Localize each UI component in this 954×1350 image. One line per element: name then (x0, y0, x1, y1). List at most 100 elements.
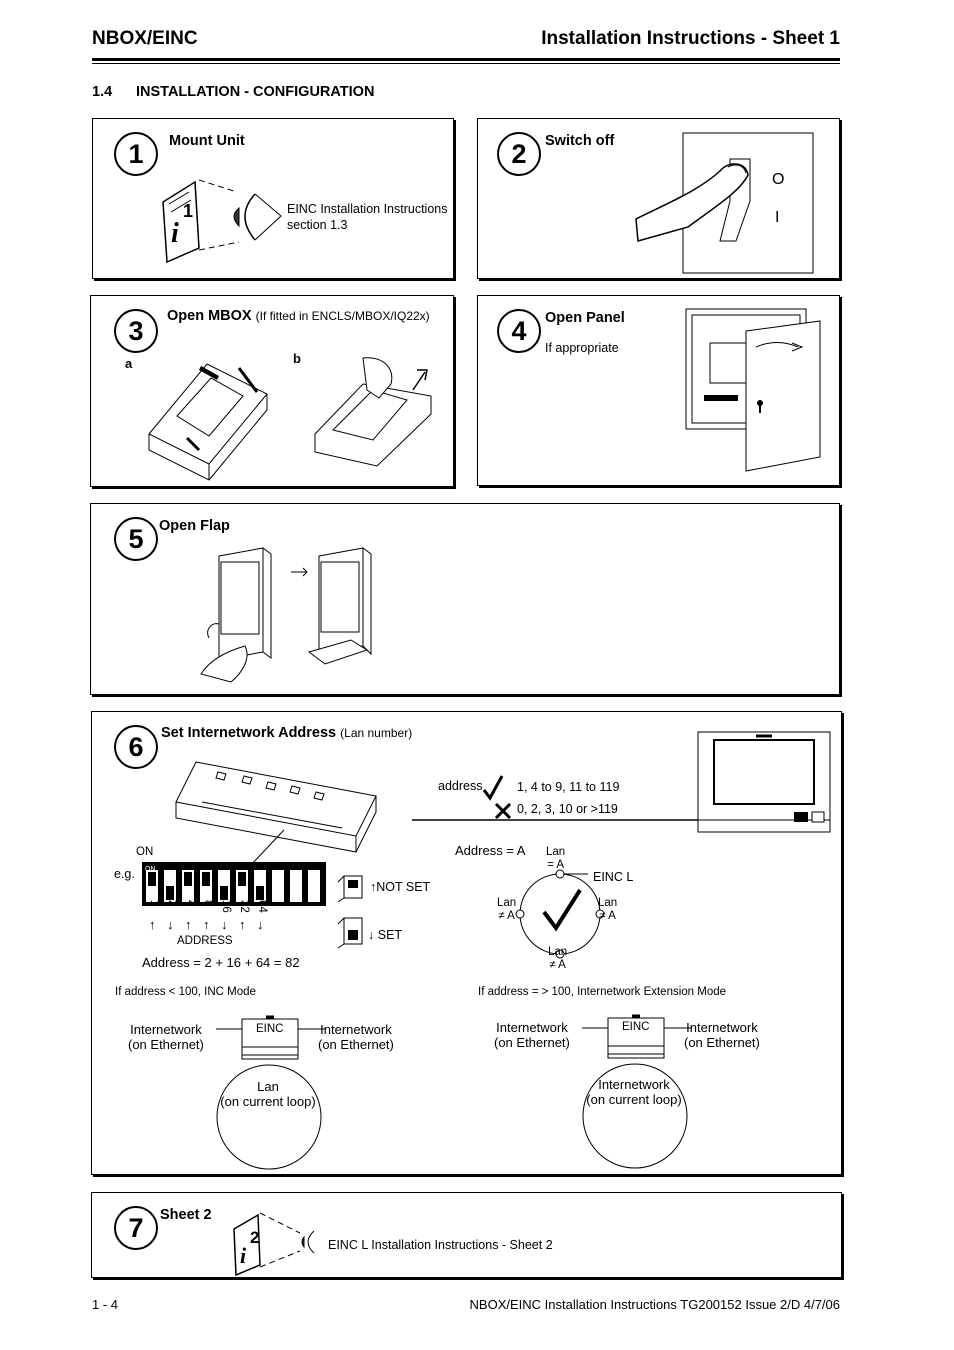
bit-value-label: 4 (184, 900, 196, 907)
svg-text:i: i (240, 1243, 247, 1268)
step-title: Open Flap (159, 518, 230, 534)
step-title: Set Internetwork Address (Lan number) (161, 725, 413, 741)
mbox-open-b-illustration (314, 357, 432, 467)
bit-arrow: ↓ (257, 917, 264, 932)
lan-left-node: Lan≠ A (497, 897, 517, 922)
sub-step-b: b (293, 351, 301, 366)
address-caption: ADDRESS (177, 935, 233, 947)
step-number: 7 (114, 1206, 158, 1250)
step-note: EINC L Installation Instructions - Sheet… (328, 1238, 553, 1252)
bit-value-label: 8 (202, 900, 214, 907)
step-title: Sheet 2 (160, 1207, 212, 1223)
right-ethernet-label-2: Internetwork(on Ethernet) (684, 1020, 760, 1050)
bit-value-label: 32 (238, 900, 250, 913)
bit-arrow: ↓ (167, 917, 174, 932)
info-book-icon: i (162, 179, 282, 264)
dip-switch-knob (148, 872, 156, 886)
step-number: 2 (497, 132, 541, 176)
step-7-box: 7 Sheet 2 i 2 EINC L Installation Instru… (91, 1192, 842, 1278)
panel-open-illustration (685, 308, 821, 472)
lan-network-diagram (515, 869, 605, 959)
sub-step-a: a (125, 356, 133, 371)
step-title: Switch off (545, 133, 615, 149)
dip-switch-knob (220, 886, 228, 900)
eincl-label: EINC L (593, 870, 634, 884)
einc-label-2: EINC (622, 1021, 650, 1033)
book-number: 1 (183, 201, 194, 221)
step-note-line1: EINC Installation Instructions (287, 202, 448, 216)
extension-mode-diagram (582, 1014, 692, 1169)
header-product: NBOX/EINC (92, 28, 198, 49)
switch-on-label: I (775, 209, 780, 226)
step-note-line2: section 1.3 (287, 218, 348, 232)
flap-open-illustration (200, 547, 372, 683)
step-number: 4 (497, 309, 541, 353)
step-2-box: 2 Switch off O I (477, 118, 840, 279)
step-number: 5 (114, 517, 158, 561)
bit-value-label: 64 (256, 900, 268, 913)
header-rule (92, 58, 840, 61)
dip-on-text: ON (145, 866, 156, 873)
lan-right-node: Lan≠ A (598, 897, 618, 922)
book-number: 2 (250, 1228, 260, 1247)
bit-value-label: 16 (220, 900, 232, 913)
left-ethernet-label-2: Internetwork(on Ethernet) (494, 1020, 570, 1050)
header-title: Installation Instructions - Sheet 1 (541, 28, 840, 49)
lan-bottom-node: Lan≠ A (548, 946, 568, 971)
step-number: 3 (114, 309, 158, 353)
right-ethernet-label: Internetwork(on Ethernet) (318, 1022, 394, 1052)
tick-icon (482, 775, 504, 801)
dip-switch-slot (272, 870, 284, 902)
inc-mode-caption: If address < 100, INC Mode (115, 986, 256, 998)
step-number: 1 (114, 132, 158, 176)
step-note: If appropriate (545, 341, 619, 355)
eg-label: e.g. (114, 867, 135, 881)
dip-switch-row (142, 862, 326, 906)
step-number: 6 (114, 725, 158, 769)
info-book-icon: i (233, 1212, 315, 1277)
switch-not-set-icon (337, 875, 363, 903)
step-title: Open Panel (545, 310, 625, 326)
document-reference: NBOX/EINC Installation Instructions TG20… (469, 1297, 840, 1312)
power-switch-illustration (635, 132, 814, 274)
bit-value-label: 1 (148, 900, 160, 907)
dip-switch-knob (184, 872, 192, 886)
internetwork-loop-label: Internetwork(on current loop) (586, 1077, 682, 1107)
inc-mode-diagram (216, 1015, 326, 1170)
valid-addresses: 1, 4 to 9, 11 to 119 (517, 780, 620, 794)
bit-arrow: ↑ (185, 917, 192, 932)
step-title: Open MBOX (If fitted in ENCLS/MBOX/IQ22x… (167, 308, 430, 324)
dip-switch-knob (238, 872, 246, 886)
bit-arrow: ↑ (203, 917, 210, 932)
bit-arrow: ↑ (149, 917, 156, 932)
on-label: ON (136, 846, 154, 858)
step-4-box: 4 Open Panel If appropriate (477, 295, 840, 486)
dip-switch-slot (290, 870, 302, 902)
address-equals-a: Address = A (455, 843, 526, 858)
step-5-box: 5 Open Flap (90, 503, 840, 695)
einc-label: EINC (256, 1023, 284, 1035)
cross-icon (494, 802, 512, 820)
step-title: Mount Unit (169, 133, 245, 149)
switch-off-label: O (772, 171, 785, 188)
lan-top-node: Lan= A (546, 846, 566, 871)
switch-set-icon (337, 917, 363, 949)
address-sum: Address = 2 + 16 + 64 = 82 (142, 955, 300, 970)
address-label: address (438, 779, 483, 793)
set-label: ↓ SET (368, 928, 403, 942)
dip-switch-knob (256, 886, 264, 900)
header-rule-thin (92, 63, 840, 64)
not-set-label: ↑NOT SET (370, 880, 431, 894)
step-6-box: 6 Set Internetwork Address (Lan number) … (91, 711, 842, 1175)
dip-switch-knob (166, 886, 174, 900)
lan-loop-label: Lan(on current loop) (220, 1079, 316, 1109)
bit-arrow: ↓ (221, 917, 228, 932)
dip-switch-knob (202, 872, 210, 886)
extension-mode-caption: If address = > 100, Internetwork Extensi… (478, 986, 727, 998)
svg-text:i: i (171, 218, 179, 249)
panel-front-illustration (697, 731, 831, 833)
dip-switch-slot (308, 870, 320, 902)
bit-arrow: ↑ (239, 917, 246, 932)
step-1-box: 1 Mount Unit i 1 EINC Installation Instr… (92, 118, 454, 279)
